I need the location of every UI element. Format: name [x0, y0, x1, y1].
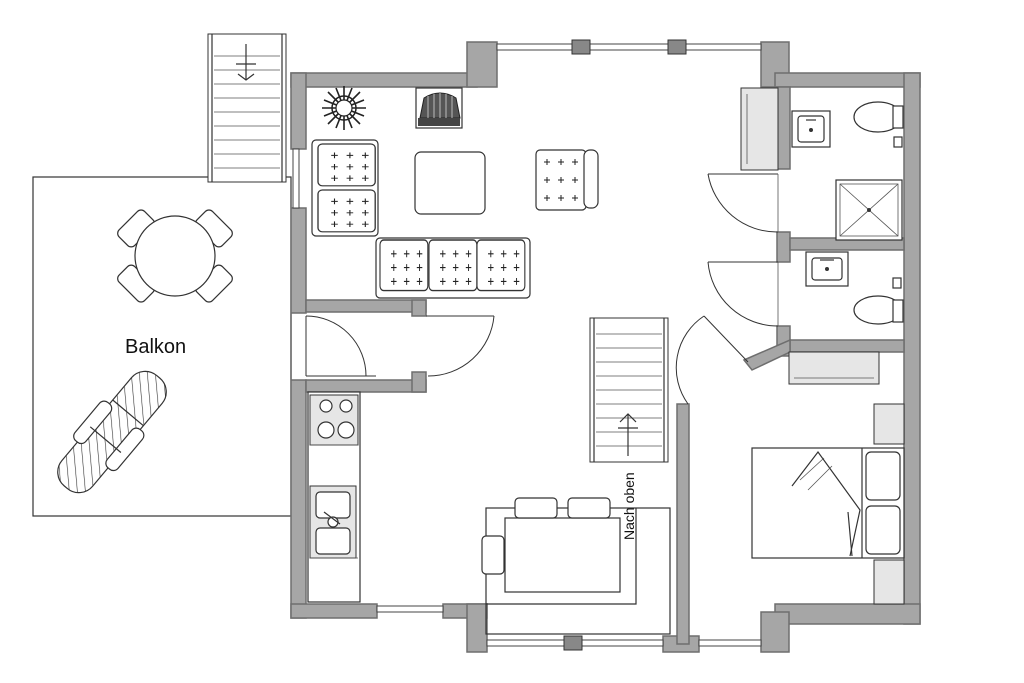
stairs-up-label: Nach oben [621, 472, 637, 540]
ceiling-lamp-symbol [322, 86, 366, 130]
bathroom-1-fixtures [740, 87, 904, 241]
walls [290, 41, 921, 653]
bedroom-furniture [751, 351, 905, 605]
windows [292, 39, 762, 651]
doors [305, 173, 779, 405]
tv-icon [415, 87, 463, 129]
dining-set [481, 497, 671, 635]
armchair [535, 149, 599, 211]
balcony-table-set [117, 209, 233, 303]
balcony-label: Balkon [125, 336, 186, 358]
outdoor-staircase [207, 33, 287, 183]
interior-staircase [589, 317, 669, 463]
kitchen-counter [307, 391, 361, 603]
balcony-area [32, 176, 292, 517]
sofa [311, 139, 531, 299]
bathroom-2-fixtures [805, 251, 904, 325]
coffee-table [414, 151, 486, 215]
sun-lounger [57, 370, 167, 494]
